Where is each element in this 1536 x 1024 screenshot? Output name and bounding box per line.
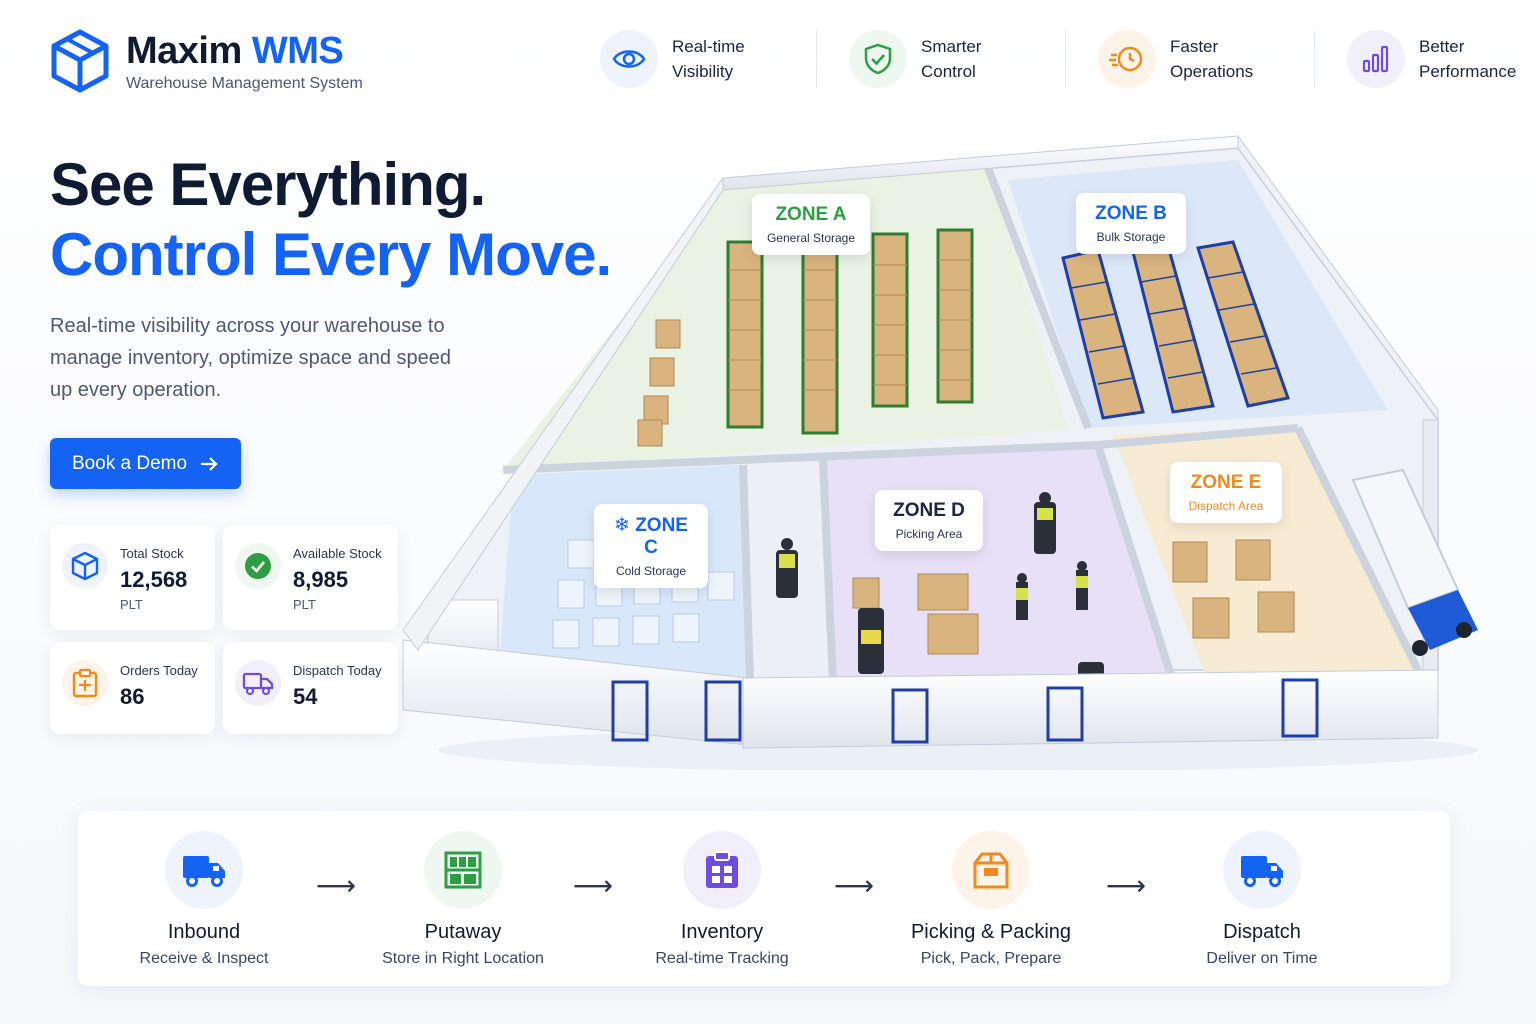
zone-e-label[interactable]: ZONE E Dispatch Area (1170, 462, 1282, 523)
stat-unit: PLT (293, 597, 316, 612)
stat-orders-today: Orders Today 86 (50, 642, 215, 734)
step-title: Inventory (680, 921, 764, 943)
step-inventory[interactable]: Inventory Real-time Tracking (602, 831, 842, 968)
step-picking-packing[interactable]: Picking & Packing Pick, Pack, Prepare (871, 831, 1111, 968)
arrow-right-icon: ⟶ (1106, 870, 1147, 901)
feature-line2: Visibility (672, 62, 734, 81)
zone-name: ZONE E (1190, 472, 1262, 493)
shield-check-icon (849, 30, 907, 88)
clipboard-icon (683, 831, 761, 909)
book-demo-label: Book a Demo (71, 452, 188, 474)
zone-b-label[interactable]: ZONE B Bulk Storage (1076, 193, 1186, 254)
feature-line1: Faster (1170, 37, 1219, 56)
snowflake-icon: ❄ (614, 515, 630, 536)
zone-name: ZONE D (893, 500, 965, 521)
zone-desc: Bulk Storage (1096, 230, 1166, 244)
step-subtitle: Pick, Pack, Prepare (920, 950, 1062, 967)
feature-line2: Control (921, 62, 976, 81)
cube-icon (62, 543, 108, 589)
step-title: Inbound (167, 921, 241, 943)
feature-line2: Operations (1170, 62, 1254, 81)
stat-total-stock: Total Stock 12,568 PLT (50, 525, 215, 630)
brand-subtitle: Warehouse Management System (126, 75, 363, 92)
stat-value: 54 (293, 684, 318, 709)
stat-available-stock: Available Stock 8,985 PLT (223, 525, 398, 630)
stat-label: Dispatch Today (293, 663, 382, 678)
hero-title: See Everything. Control Every Move. (50, 150, 612, 290)
bar-chart-icon (1347, 30, 1405, 88)
truck-icon (165, 831, 243, 909)
arrow-right-icon: ⟶ (573, 870, 614, 901)
hero-title-line1: See Everything. (50, 151, 486, 218)
hero-description: Real-time visibility across your warehou… (50, 315, 451, 401)
step-title: Picking & Packing (910, 921, 1072, 943)
step-subtitle: Real-time Tracking (655, 950, 789, 967)
book-demo-button[interactable]: Book a Demo (50, 438, 241, 489)
eye-icon (600, 30, 658, 88)
zone-desc: Cold Storage (615, 564, 687, 578)
brand-name: Maxim WMS (126, 29, 363, 73)
brand-name-part1: Maxim (126, 30, 242, 72)
box-icon (952, 831, 1030, 909)
zone-a-racks (637, 228, 974, 447)
arrow-right-icon: ⟶ (316, 870, 357, 901)
stat-value: 12,568 (120, 567, 188, 592)
stat-label: Orders Today (120, 663, 198, 678)
stats-grid: Total Stock 12,568 PLT Available Stock 8… (50, 525, 398, 734)
check-circle-icon (235, 543, 281, 589)
zone-d-pallets (852, 573, 979, 655)
clock-speed-icon (1098, 30, 1156, 88)
zone-name: ZONE C (635, 515, 688, 558)
arrow-right-icon: ⟶ (834, 870, 875, 901)
stat-dispatch-today: Dispatch Today 54 (223, 642, 398, 734)
process-flow: Inbound Receive & Inspect ⟶ Putaway Stor… (78, 811, 1450, 986)
zone-desc: Picking Area (895, 527, 963, 541)
brand[interactable]: Maxim WMS Warehouse Management System (50, 28, 363, 94)
step-putaway[interactable]: Putaway Store in Right Location (343, 831, 583, 968)
stat-value: 8,985 (293, 567, 349, 592)
step-subtitle: Receive & Inspect (139, 950, 269, 967)
zone-c-label[interactable]: ❄ ZONE C Cold Storage (594, 504, 708, 588)
zone-name: ZONE B (1095, 203, 1167, 224)
arrow-right-icon (201, 456, 218, 471)
clipboard-icon (62, 660, 108, 706)
stat-label: Total Stock (120, 546, 184, 561)
stat-value: 86 (120, 684, 145, 709)
warehouse-map: ZONE A General Storage ZONE B Bulk Stora… (398, 130, 1498, 772)
zone-a-label[interactable]: ZONE A General Storage (752, 194, 870, 255)
hero-title-line2: Control Every Move. (50, 221, 612, 288)
step-dispatch[interactable]: Dispatch Deliver on Time (1142, 831, 1382, 968)
zone-desc: General Storage (766, 231, 856, 245)
doors (611, 678, 1319, 744)
feature-line1: Real-time (672, 37, 745, 56)
zone-d-label[interactable]: ZONE D Picking Area (875, 490, 983, 551)
cube-icon (51, 29, 109, 93)
step-title: Putaway (424, 921, 502, 943)
step-title: Dispatch (1223, 921, 1301, 943)
truck-icon (235, 660, 281, 706)
stat-label: Available Stock (293, 546, 382, 561)
feature-line1: Better (1419, 37, 1465, 56)
step-inbound[interactable]: Inbound Receive & Inspect (84, 831, 324, 968)
stat-unit: PLT (120, 597, 143, 612)
zone-b-racks (1061, 240, 1290, 420)
truck-icon (1223, 831, 1301, 909)
step-subtitle: Store in Right Location (382, 950, 544, 967)
zone-a-floor (503, 168, 1068, 470)
shelf-icon (424, 831, 502, 909)
zone-desc: Dispatch Area (1188, 499, 1264, 513)
warehouse-floorplan (402, 134, 1478, 772)
zone-e-pallets (1172, 539, 1295, 639)
feature-line1: Smarter (921, 37, 982, 56)
delivery-truck (1351, 468, 1478, 656)
step-subtitle: Deliver on Time (1206, 950, 1318, 967)
brand-name-part2: WMS (251, 30, 344, 72)
feature-line2: Performance (1419, 62, 1517, 81)
zone-name: ZONE A (775, 204, 847, 225)
